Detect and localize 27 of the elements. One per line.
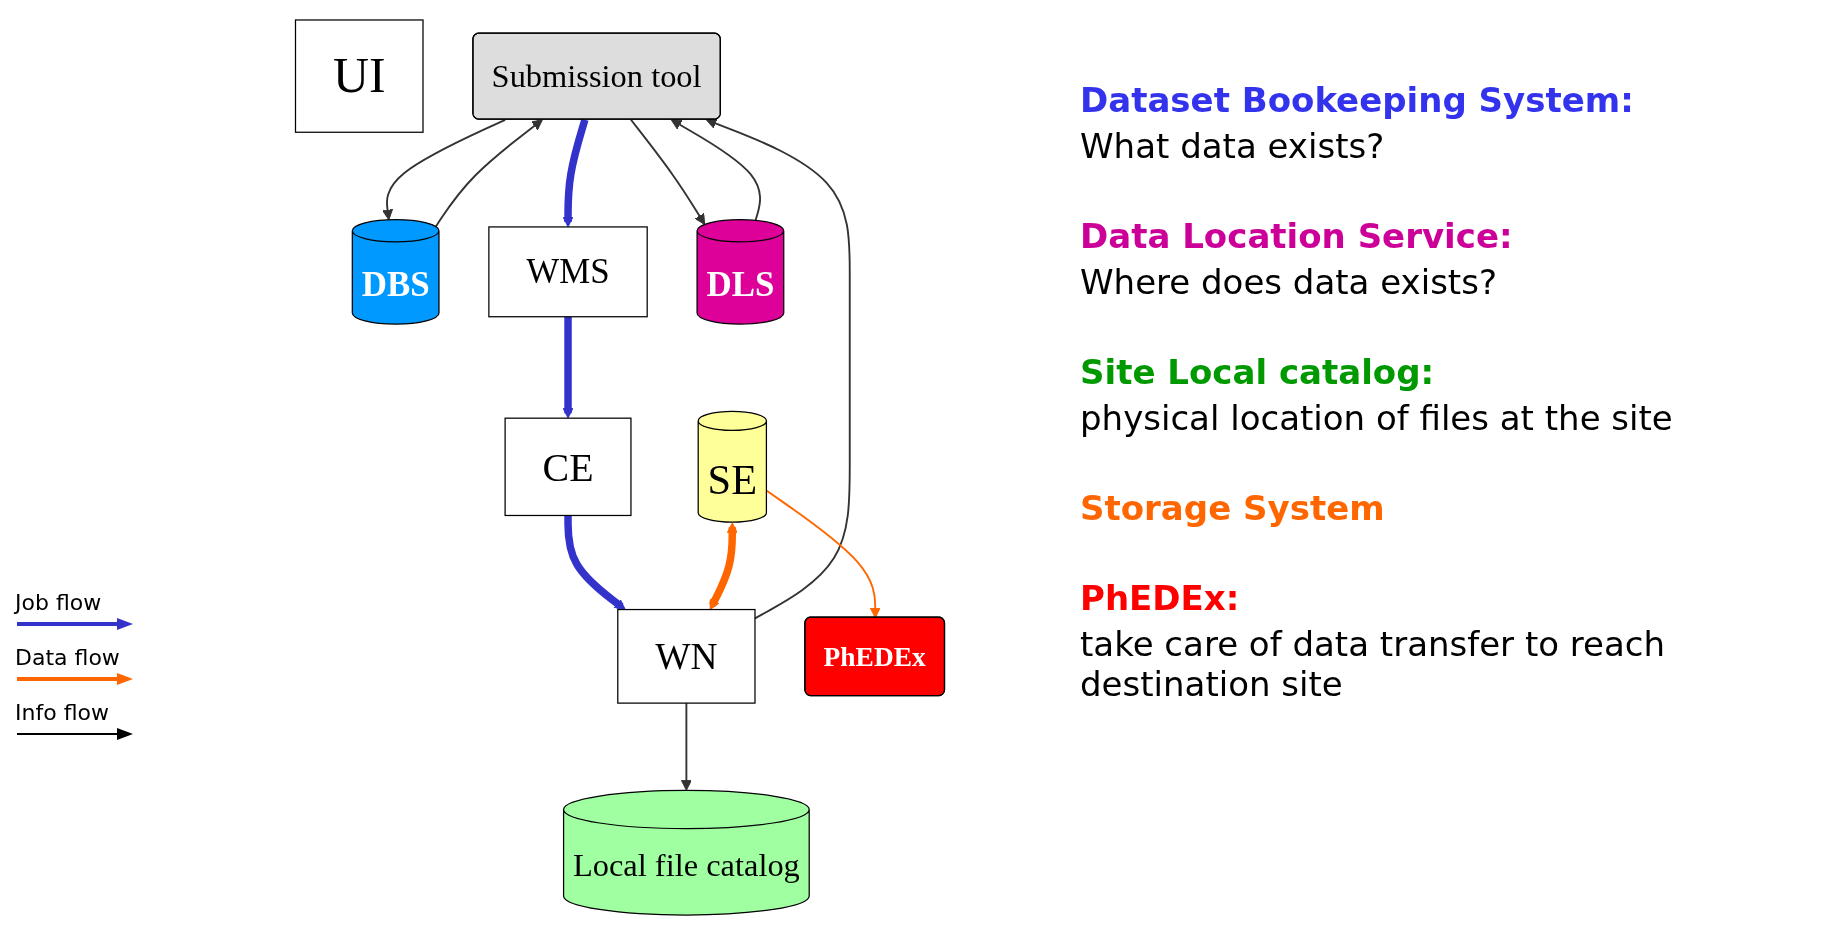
node-box: CE bbox=[504, 417, 632, 517]
arrow bbox=[680, 702, 692, 791]
heading-text: Storage System bbox=[1080, 488, 1385, 528]
description-text: What data exists? bbox=[1080, 126, 1385, 166]
arrow bbox=[382, 118, 507, 221]
node-box: WMS bbox=[488, 226, 648, 318]
arrow bbox=[434, 119, 543, 228]
node-box: WN bbox=[617, 608, 756, 704]
arrow bbox=[562, 118, 589, 228]
legend-label: Data flow bbox=[15, 645, 120, 670]
legend-label: Info flow bbox=[15, 700, 109, 725]
heading-text: Site Local catalog: bbox=[1080, 352, 1435, 392]
arrow bbox=[765, 489, 881, 619]
heading-text: Data Location Service: bbox=[1080, 216, 1513, 256]
legend-label: Job flow bbox=[15, 590, 102, 615]
arrow bbox=[564, 515, 626, 611]
description-text: Where does data exists? bbox=[1080, 262, 1497, 302]
arrow bbox=[562, 316, 574, 419]
description-text: physical location of files at the site bbox=[1080, 398, 1673, 438]
node-box: UI bbox=[294, 19, 424, 133]
arrow bbox=[709, 522, 738, 611]
arrow bbox=[705, 118, 851, 620]
arrow bbox=[630, 118, 706, 225]
arrow bbox=[670, 119, 761, 222]
heading-text: PhEDEx: bbox=[1080, 578, 1240, 618]
description-text: take care of data transfer to reach destination site bbox=[1080, 624, 1667, 704]
heading-text: Dataset Bookeeping System: bbox=[1080, 80, 1634, 120]
